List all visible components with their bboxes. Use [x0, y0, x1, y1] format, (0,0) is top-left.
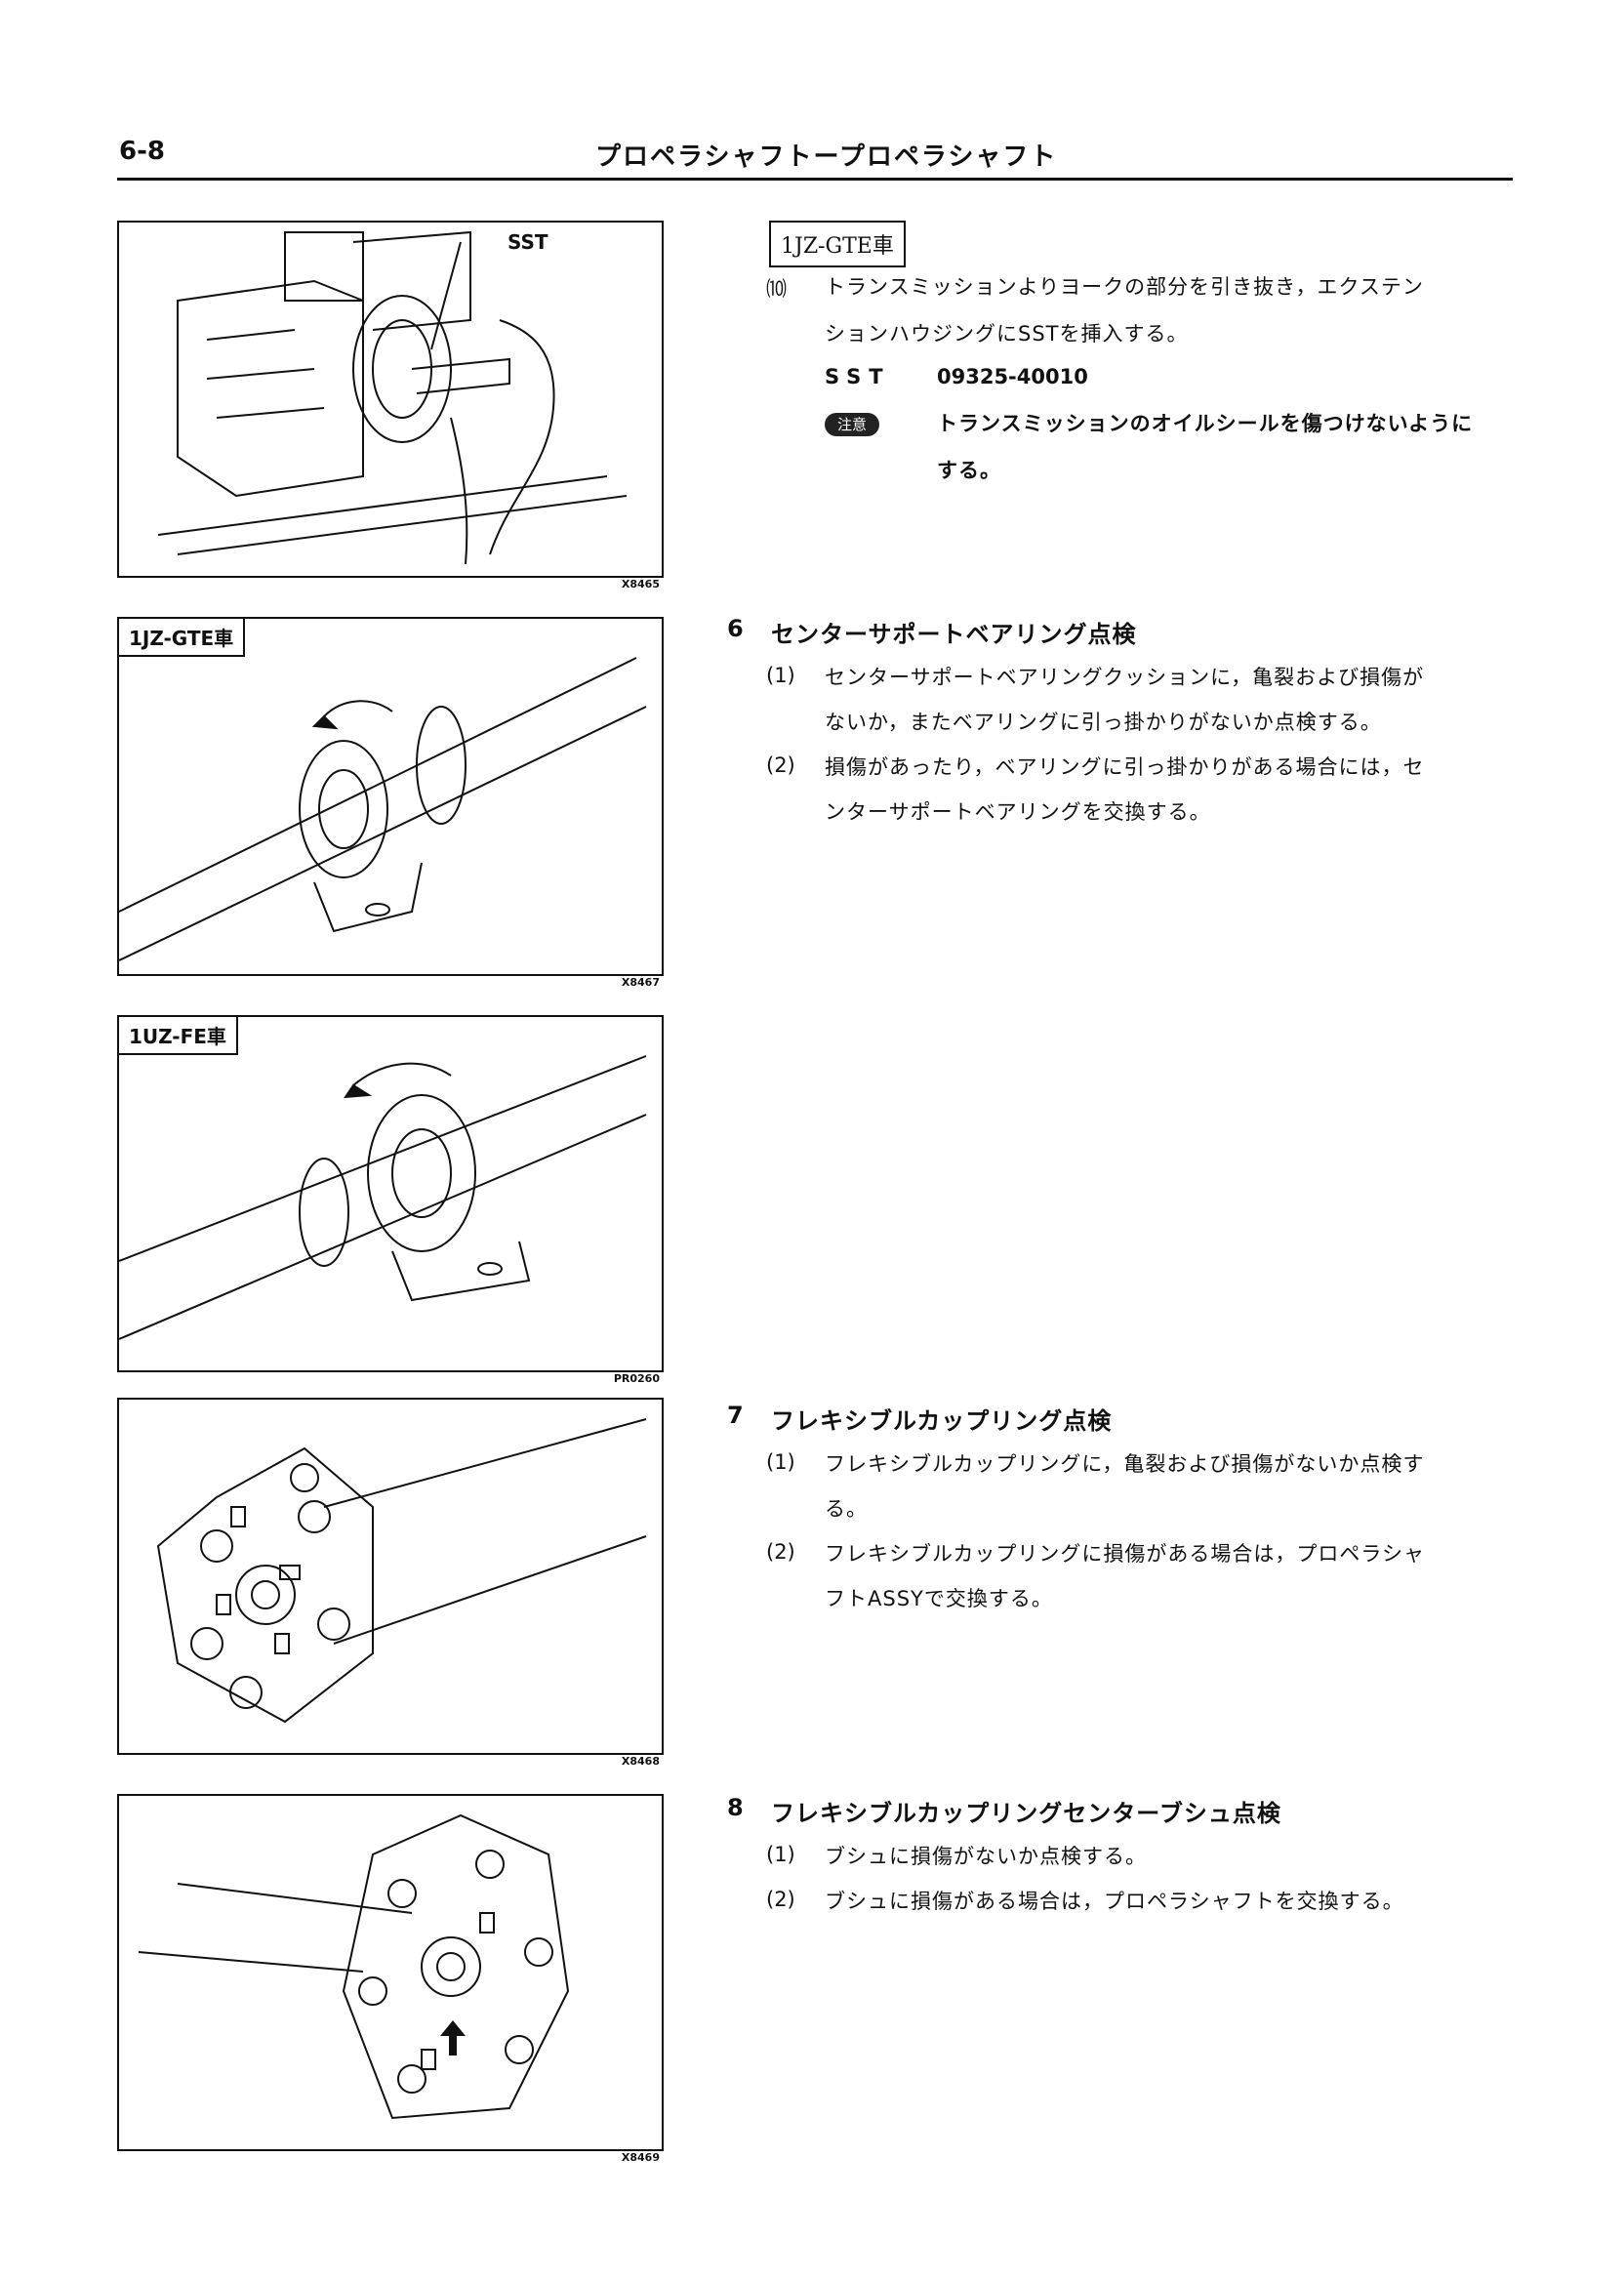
step-number: ⑽ [766, 277, 787, 301]
figure-coupling-bushing [117, 1794, 664, 2151]
caution-text-line1: トランスミッションのオイルシールを傷つけないように [937, 412, 1474, 435]
figure-sst-insertion: SST [117, 221, 664, 578]
figure-tag: 1JZ-GTE車 [119, 619, 246, 657]
item-text: 損傷があったり，ベアリングに引っ掛かりがある場合には，セ [825, 755, 1425, 779]
section-number: 8 [727, 1794, 745, 1821]
item-text: ブシュに損傷がないか点検する。 [825, 1845, 1147, 1868]
center-support-bearing-illustration [119, 657, 647, 961]
figure-code: X8467 [621, 976, 660, 989]
model-label-box: 1JZ-GTE車 [769, 221, 906, 267]
figure-center-support-1uz: 1UZ-FE車 [117, 1015, 664, 1372]
sst-callout: SST [508, 230, 548, 254]
caution-badge: 注意 [825, 413, 879, 436]
item-number: (2) [766, 753, 795, 777]
item-number: (1) [766, 664, 795, 687]
item-text: ないか，またベアリングに引っ掛かりがないか点検する。 [825, 711, 1382, 734]
page-number: 6-8 [119, 137, 165, 166]
coupling-bushing-illustration [138, 1813, 570, 2120]
figure-flexible-coupling [117, 1398, 664, 1755]
figure-tag: 1UZ-FE車 [119, 1017, 238, 1055]
sst-label: SST [825, 365, 891, 388]
center-support-bearing-illustration [119, 1055, 647, 1340]
item-text: ブシュに損傷がある場合は，プロペラシャフトを交換する。 [825, 1890, 1404, 1913]
step-text-line1: トランスミッションよりヨークの部分を引き抜き，エクステン [825, 275, 1424, 299]
item-text: ンターサポートベアリングを交換する。 [825, 800, 1211, 824]
figure-code: X8469 [621, 2151, 660, 2164]
figure-code: PR0260 [613, 1372, 660, 1385]
figure-code: X8465 [621, 578, 660, 590]
caution-text-line2: する。 [937, 459, 1001, 482]
item-text: フレキシブルカップリングに，亀裂および損傷がないか点検す [825, 1452, 1425, 1476]
section-number: 6 [727, 615, 745, 642]
section-number: 7 [727, 1402, 745, 1429]
section-title: センターサポートベアリング点検 [771, 621, 1137, 648]
section-title: フレキシブルカップリング点検 [771, 1407, 1113, 1435]
item-text: フレキシブルカップリングに損傷がある場合は，プロペラシャ [825, 1542, 1425, 1566]
item-number: (2) [766, 1888, 795, 1911]
flexible-coupling-illustration [156, 1418, 647, 1724]
figure-center-support-1jz: 1JZ-GTE車 [117, 617, 664, 976]
item-number: (1) [766, 1843, 795, 1866]
item-text: る。 [825, 1497, 868, 1521]
item-number: (1) [766, 1450, 795, 1474]
sst-number: 09325-40010 [937, 365, 1088, 388]
header-rule [117, 178, 1513, 181]
figure-code: X8468 [621, 1755, 660, 1768]
section-title: フレキシブルカップリングセンターブシュ点検 [771, 1800, 1281, 1827]
item-number: (2) [766, 1540, 795, 1564]
item-text: センターサポートベアリングクッションに，亀裂および損傷が [825, 666, 1425, 689]
item-text: フトASSYで交換する。 [825, 1587, 1053, 1610]
page-title: プロペラシャフトープロペラシャフト [595, 142, 1058, 172]
step-text-line2: ションハウジングにSSTを挿入する。 [825, 322, 1189, 346]
sst-insertion-illustration [157, 230, 628, 565]
